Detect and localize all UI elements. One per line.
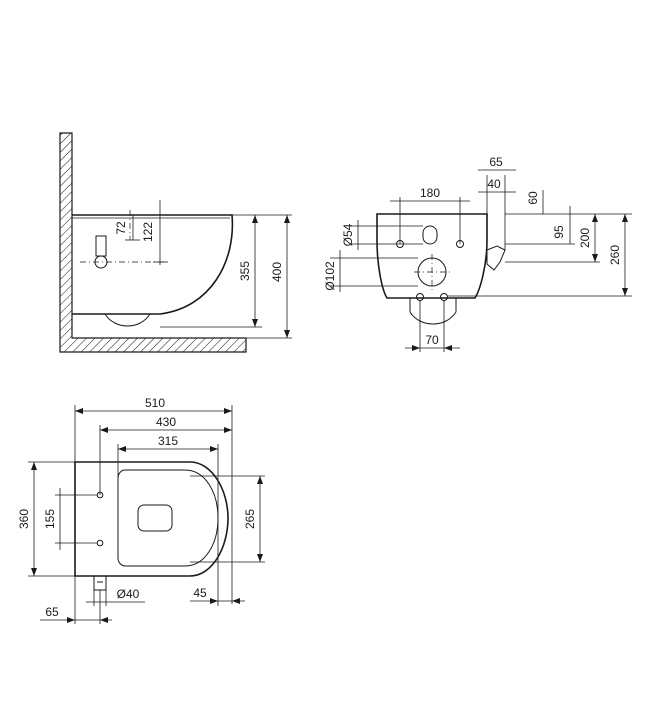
- inlet-pipe: [95, 235, 107, 257]
- toilet-top-bowl-inner: [137, 504, 173, 532]
- dim-200: 200: [578, 228, 592, 248]
- rear-small-right: [440, 293, 448, 301]
- dim-360: 360: [17, 509, 31, 529]
- dim-d102: Ø102: [323, 261, 337, 291]
- dim-d54: Ø54: [341, 223, 355, 246]
- dim-d40: Ø40: [117, 587, 140, 601]
- toilet-top-outline: [74, 461, 229, 577]
- toilet-side-outline: [72, 214, 234, 315]
- dim-355: 355: [238, 261, 252, 281]
- dim-72: 72: [114, 221, 128, 235]
- dim-95: 95: [552, 225, 566, 239]
- toilet-rear-bottom: [409, 311, 457, 325]
- dim-260: 260: [608, 245, 622, 265]
- toilet-side-bottom: [104, 313, 151, 327]
- dim-315: 315: [158, 434, 178, 448]
- top-bolt-bottom: [96, 539, 104, 547]
- rear-side-connector: [486, 245, 506, 271]
- dim-65-rear: 65: [489, 155, 503, 169]
- dim-122: 122: [141, 222, 155, 242]
- dim-60: 60: [526, 191, 540, 205]
- dim-70: 70: [425, 333, 439, 347]
- top-view: 510 430 315 360 155: [17, 396, 265, 624]
- dim-45: 45: [193, 586, 207, 600]
- rear-view: 65 180 40 60 95 200: [323, 155, 632, 352]
- rear-inlet-hole: [422, 225, 438, 245]
- dim-400: 400: [270, 262, 284, 282]
- toilet-top-seat: [117, 469, 219, 567]
- dim-65-top: 65: [45, 605, 59, 619]
- rear-small-left: [416, 293, 424, 301]
- dim-180: 180: [420, 186, 440, 200]
- dim-40-rear: 40: [487, 177, 501, 191]
- dim-265: 265: [243, 509, 257, 529]
- dim-510: 510: [145, 396, 165, 410]
- dim-155: 155: [43, 509, 57, 529]
- dim-430: 430: [156, 415, 176, 429]
- top-pipe: [93, 575, 107, 591]
- side-view: 72 122 355 400: [59, 132, 292, 353]
